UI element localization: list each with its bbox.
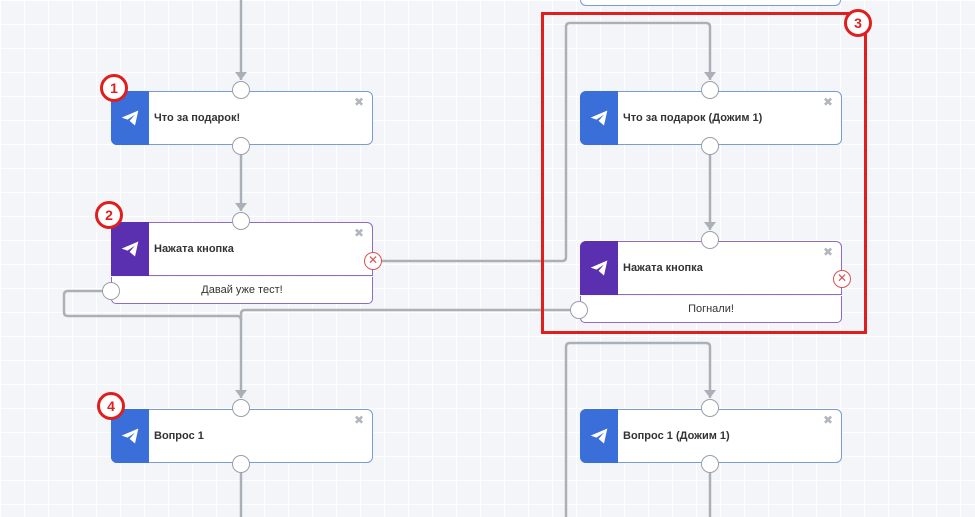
badge-4: 4 bbox=[97, 392, 125, 420]
output-port[interactable] bbox=[232, 455, 250, 473]
close-icon[interactable]: ✖ bbox=[353, 95, 364, 109]
highlight-frame bbox=[541, 12, 867, 334]
telegram-send-icon bbox=[580, 91, 618, 145]
arrow-n1 bbox=[235, 72, 247, 80]
wire-into-n6 bbox=[564, 341, 712, 517]
node-question-1-followup[interactable]: Вопрос 1 (Дожим 1) ✖ bbox=[580, 409, 842, 463]
close-icon[interactable]: ✖ bbox=[353, 413, 364, 427]
input-port[interactable] bbox=[701, 231, 719, 249]
close-icon[interactable]: ✖ bbox=[353, 226, 364, 240]
node-title: Вопрос 1 (Дожим 1) bbox=[623, 430, 730, 442]
badge-3: 3 bbox=[844, 9, 872, 37]
partial-node-top bbox=[580, 0, 841, 6]
badge-2: 2 bbox=[95, 201, 123, 229]
error-icon[interactable]: ✕ bbox=[833, 270, 851, 288]
output-port[interactable] bbox=[701, 137, 719, 155]
output-port[interactable] bbox=[701, 455, 719, 473]
wire-n2btn-to-n5 bbox=[62, 289, 243, 321]
close-icon[interactable]: ✖ bbox=[822, 245, 833, 259]
node-title: Что за подарок (Дожим 1) bbox=[623, 112, 763, 124]
arrow-n4 bbox=[704, 222, 716, 230]
telegram-send-icon bbox=[580, 409, 618, 463]
badge-1: 1 bbox=[100, 74, 128, 102]
input-port[interactable] bbox=[701, 399, 719, 417]
arrow-n3 bbox=[704, 72, 716, 80]
error-icon[interactable]: ✕ bbox=[364, 252, 382, 270]
telegram-send-icon bbox=[111, 222, 149, 276]
button-option[interactable]: Погнали! bbox=[580, 296, 842, 323]
close-icon[interactable]: ✖ bbox=[822, 95, 833, 109]
node-message-followup[interactable]: Что за подарок (Дожим 1) ✖ bbox=[580, 91, 842, 145]
input-port[interactable] bbox=[701, 81, 719, 99]
arrow-n6 bbox=[704, 390, 716, 398]
output-port[interactable] bbox=[232, 137, 250, 155]
input-port[interactable] bbox=[232, 212, 250, 230]
node-title: Нажата кнопка bbox=[623, 262, 703, 274]
input-port[interactable] bbox=[232, 399, 250, 417]
button-output-port[interactable] bbox=[570, 301, 588, 319]
node-title: Нажата кнопка bbox=[154, 243, 234, 255]
arrow-n5 bbox=[235, 390, 247, 398]
close-icon[interactable]: ✖ bbox=[822, 413, 833, 427]
node-title: Что за подарок! bbox=[154, 112, 241, 124]
node-button-pressed-1[interactable]: Нажата кнопка ✖ bbox=[111, 222, 373, 276]
button-output-port[interactable] bbox=[102, 282, 120, 300]
wire-n2err-to-n3 bbox=[381, 21, 712, 263]
button-option[interactable]: Давай уже тест! bbox=[111, 277, 373, 304]
arrow-n2 bbox=[235, 203, 247, 211]
telegram-send-icon bbox=[580, 241, 618, 295]
node-title: Вопрос 1 bbox=[154, 430, 204, 442]
wire-n4btn-to-n5 bbox=[239, 308, 571, 398]
input-port[interactable] bbox=[232, 81, 250, 99]
